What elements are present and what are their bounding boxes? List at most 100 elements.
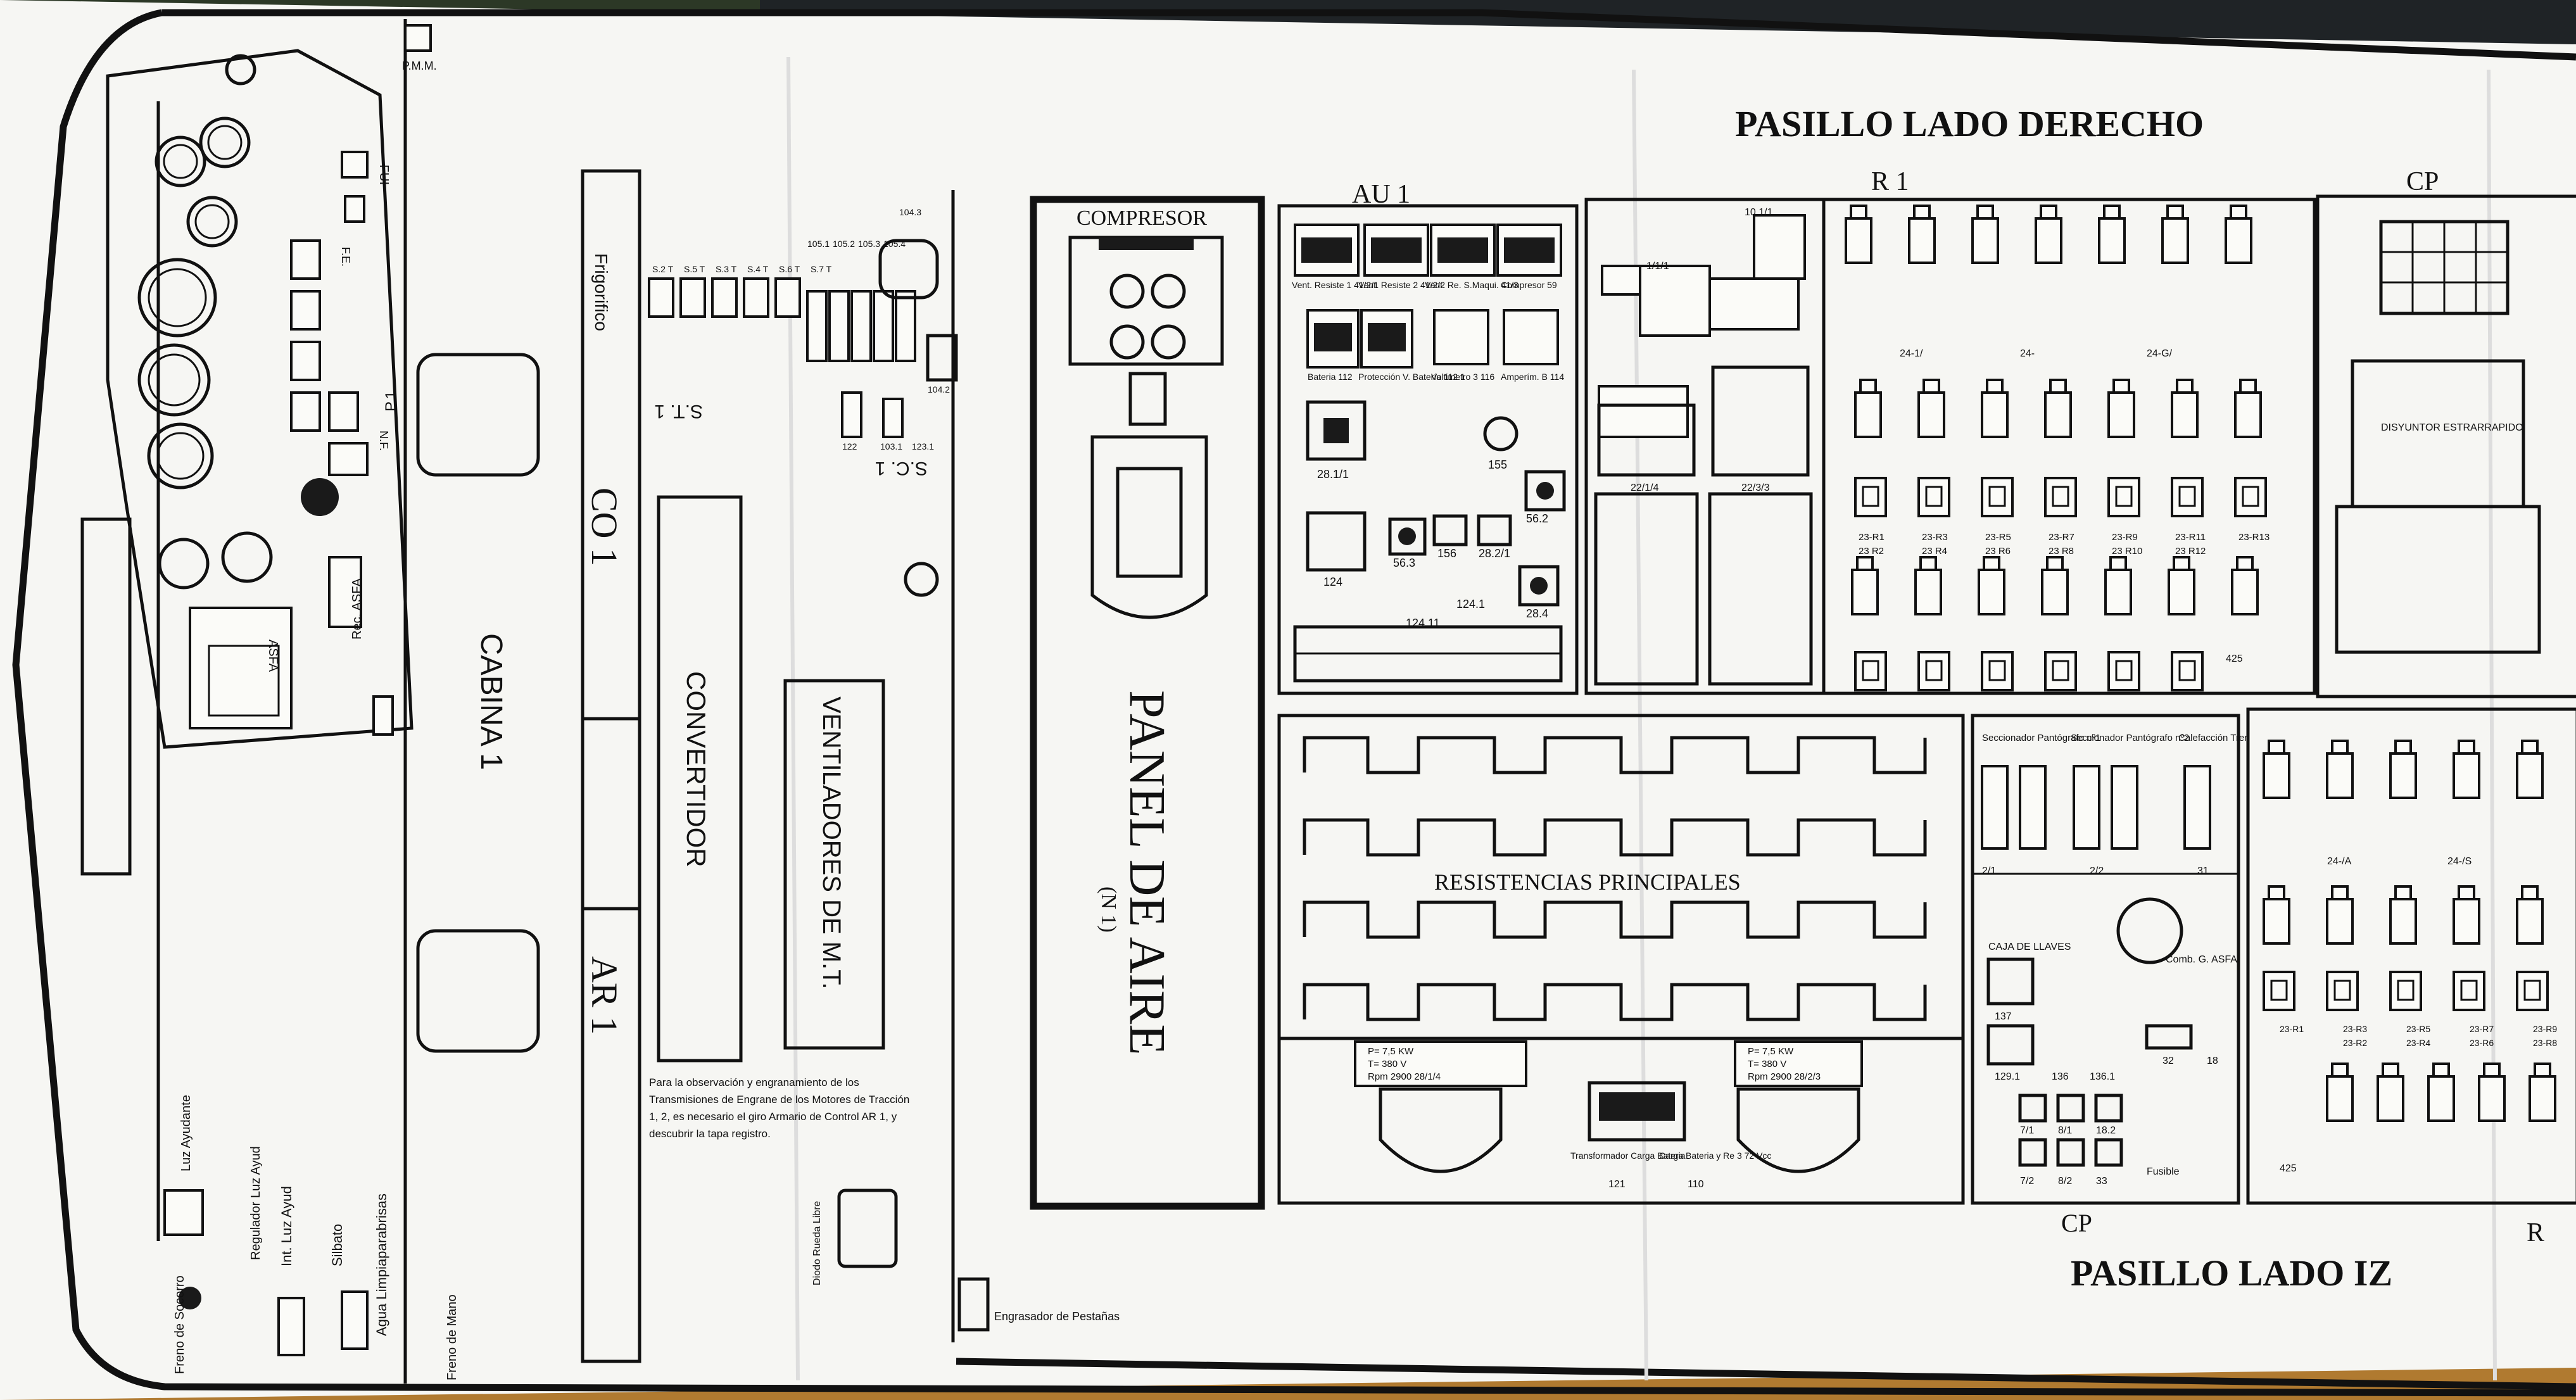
int-luz-label: Int. Luz Ayud [279, 1186, 294, 1266]
seat-p1 [416, 353, 540, 477]
relay-top-icon [2239, 379, 2257, 394]
row-label: 23-R7 [2049, 532, 2074, 543]
relay-icon [2389, 898, 2417, 945]
row-label: 23-R5 [1985, 532, 2011, 543]
st-fuses [648, 239, 958, 1268]
st-label: S.3 T [716, 264, 737, 274]
relay-label: 24-/S [2447, 856, 2472, 867]
relay-icon [2168, 569, 2195, 615]
caja-label: CAJA DE LLAVES [1988, 942, 2071, 952]
au1-code: 28.1/1 [1317, 468, 1349, 481]
relay-top-icon [2268, 740, 2285, 755]
socket-inner-icon [2115, 660, 2133, 681]
r-lower-title: R [2527, 1218, 2544, 1247]
socket-inner-icon [1862, 660, 1879, 681]
relay-icon [1914, 569, 1942, 615]
relay-icon [2098, 217, 2126, 264]
au1-switch-label: Compresor 59 [1501, 280, 1557, 290]
r1-code: 22/1/4 [1631, 482, 1659, 493]
panel-aire-title: PANEL DE AIRE [1119, 690, 1175, 1055]
relay-icon [2377, 1075, 2404, 1122]
au1-code: 124.1 [1456, 598, 1485, 610]
ventiladores-label: VENTILADORES DE M.T. [818, 697, 845, 989]
relay-top-icon [2331, 885, 2349, 900]
note-line: 1, 2, es necesario el giro Armario de Co… [649, 1111, 897, 1123]
st-label: S.6 T [779, 264, 800, 274]
comb-label: Comb. G. ASFA [2166, 954, 2237, 965]
motor-label: Rpm 2900 28/2/3 [1748, 1071, 1821, 1082]
au1-code: 56.2 [1526, 512, 1548, 525]
ventiladores-box [783, 679, 885, 1050]
relay-icon [2225, 217, 2252, 264]
silbato-label: Silbato [329, 1224, 345, 1266]
au1-code: 56.3 [1393, 557, 1415, 569]
relay-icon [2326, 898, 2354, 945]
cp-code: 2/1 [1982, 866, 1996, 876]
relay-top-icon [2268, 885, 2285, 900]
relay-icon [2389, 752, 2417, 799]
relay-grid [1845, 205, 2267, 691]
cp-code: 32 [2162, 1056, 2174, 1066]
cp-num: 8/2 [2058, 1176, 2072, 1187]
au1-labels: Vent. Resiste 1 41/2/1 Vent. Resiste 2 4… [1292, 280, 1564, 629]
au1-row2-label: Amperím. B 114 [1501, 372, 1564, 382]
socket-icon [2107, 651, 2140, 691]
row-label: 23 R6 [1985, 546, 2011, 557]
relay-top-icon [2458, 740, 2475, 755]
transformador-label: Transformador Carga Bateria [1570, 1151, 1686, 1161]
relay-top-icon [2046, 556, 2064, 571]
au1-switch-label: Vent. Resiste 1 41/2/1 [1292, 280, 1379, 290]
socket-inner-icon [2460, 980, 2478, 1001]
frigorifico-label: Frigorifico [591, 253, 611, 331]
relay-icon [2516, 898, 2544, 945]
relay-top-icon [2230, 205, 2247, 220]
motor-label: P= 7,5 KW [1368, 1046, 1414, 1057]
grille [80, 517, 132, 876]
au1-section: AU 1 Vent. Resiste 1 41/2/1 Vent. Resist… [1277, 180, 1579, 695]
socket-inner-icon [1988, 486, 2006, 507]
dashboard [106, 49, 414, 749]
r1-section: R 1 10.1/1 1/1/1 22/1/4 22/3/3 24-1/ 24-… [1584, 167, 2316, 695]
compresor-panel: COMPRESOR PANEL DE AIRE (N 1) [1030, 196, 1265, 1210]
row-label: 23-R3 [1922, 532, 1948, 543]
cp-code: 31 [2197, 866, 2209, 876]
cp-title: CP [2406, 167, 2439, 196]
st-fuse-labels: S.2 T S.5 T S.3 T S.4 T S.6 T S.7 T 105.… [652, 207, 950, 451]
socket-inner-icon [2270, 980, 2288, 1001]
st-label: S.5 T [684, 264, 705, 274]
row-label: 23-R3 [2343, 1024, 2367, 1034]
relay-top-icon [2483, 1063, 2501, 1078]
socket-inner-icon [2052, 660, 2069, 681]
res-code: 121 [1608, 1179, 1626, 1190]
relay-top-icon [1856, 556, 1874, 571]
freno-socorro-label: Freno de Socorro [173, 1275, 187, 1374]
nf-label: N.F. [377, 431, 390, 451]
socket-inner-icon [2333, 980, 2351, 1001]
relay-icon [2041, 569, 2069, 615]
row-label: 23-R1 [2280, 1024, 2304, 1034]
st-label: S.4 T [747, 264, 769, 274]
socket-icon [2234, 477, 2267, 517]
cp-num: 137 [1995, 1011, 2012, 1022]
au1-switch-label: Vent. Re. S.Maqui. 41/3 [1425, 280, 1518, 290]
relay-icon [2263, 752, 2290, 799]
r1-blocks [1594, 214, 1813, 686]
au1-title: AU 1 [1352, 180, 1410, 209]
cp-lower: Seccionador Pantógrafo nº1 Seccionador P… [1971, 714, 2250, 1237]
relay-icon [1908, 217, 1936, 264]
rec-asfa-label: Rec. ASFA [350, 578, 364, 640]
gauge-icon-group [137, 117, 273, 590]
relay-top-icon [2394, 740, 2412, 755]
relay-top-icon [2521, 885, 2539, 900]
note-line: Para la observación y engranamiento de l… [649, 1076, 859, 1088]
motor-label: Rpm 2900 28/1/4 [1368, 1071, 1441, 1082]
relay-icon [2161, 217, 2189, 264]
relay-label: 24- [2020, 348, 2035, 359]
socket-icon [2044, 477, 2077, 517]
cp-num: 33 [2096, 1176, 2107, 1187]
diodo-label: Diodo Rueda Libre [812, 1201, 823, 1285]
row-label: 23-R6 [2470, 1038, 2494, 1048]
cp-code: 2/2 [2090, 866, 2104, 876]
res-code: 110 [1688, 1179, 1704, 1190]
socket-inner-icon [2178, 486, 2196, 507]
